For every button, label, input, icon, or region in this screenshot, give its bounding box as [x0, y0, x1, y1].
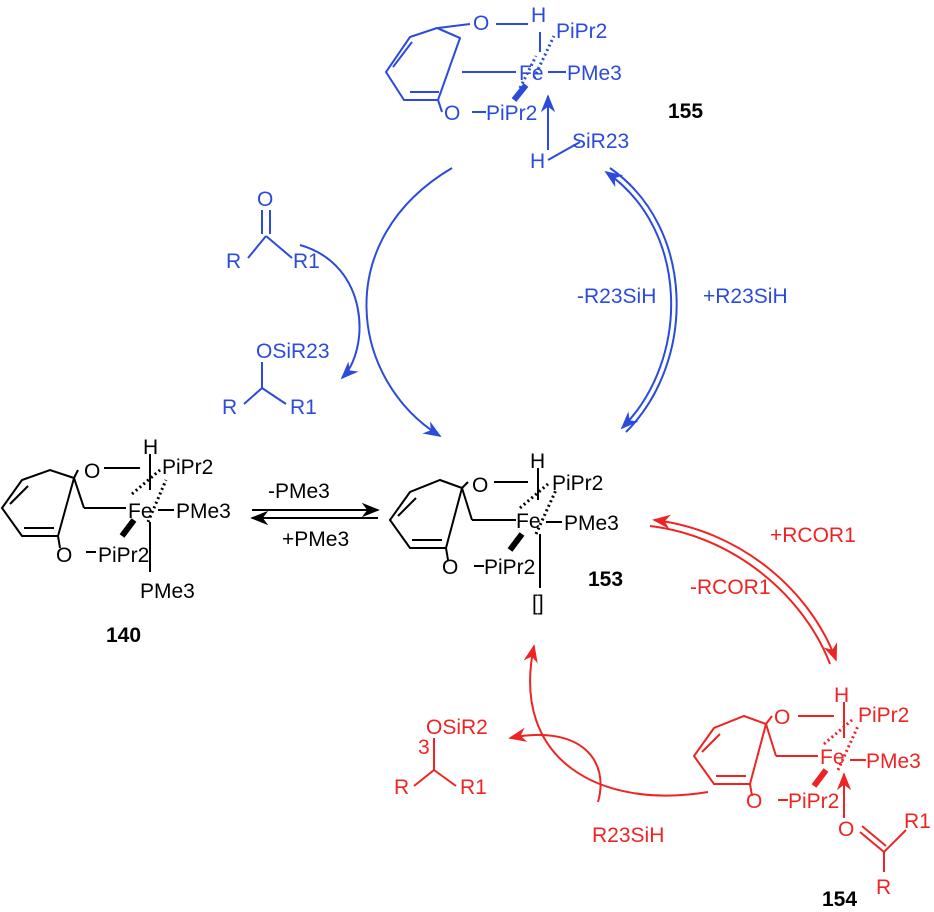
compound-number-154: 154: [822, 888, 857, 911]
silyl-ether-r1: R1: [290, 396, 317, 419]
c154-oxygen-lower: O: [746, 790, 762, 813]
red-silyl-ether-product: OSiR2 3 R R1: [394, 716, 488, 799]
silyl-ether-r: R: [222, 396, 237, 419]
blue-cycle-arc: [365, 167, 453, 437]
compound-number-153: 153: [588, 568, 623, 591]
red-silyl-ether-r: R: [394, 776, 409, 799]
silyl-ether-group: OSiR23: [256, 340, 330, 363]
c155-oxygen: O: [473, 12, 489, 35]
red-silyl-ether-group: OSiR2: [426, 716, 488, 739]
c155-pme3: PMe3: [567, 62, 622, 85]
c154-ketone-r: R: [876, 876, 891, 899]
c154-iron: Fe: [820, 746, 845, 769]
red-silane-arc: [508, 727, 602, 803]
ketone-r: R: [226, 250, 241, 273]
c140-oxygen-lower: O: [56, 544, 72, 567]
complex-154: O H PiPr2 Fe PMe3 O PiPr2 O R1 R 154: [692, 684, 931, 911]
complex-153: O H PiPr2 Fe PMe3 O PiPr2 [] 153: [388, 450, 623, 615]
red-cycle-arc: [523, 644, 709, 797]
complex-140: O H PiPr2 Fe PMe3 O PiPr2 PMe3 140: [0, 436, 231, 647]
c153-phosphine-lower: PiPr2: [484, 556, 535, 579]
label-plus-ketone: +RCOR1: [770, 524, 856, 547]
c155-phosphine-lower: PiPr2: [486, 102, 537, 125]
c154-phosphine-lower: PiPr2: [788, 790, 839, 813]
c153-hydride: H: [530, 450, 545, 473]
pme3-equilibrium: -PMe3 +PMe3: [250, 480, 380, 551]
label-minus-silane: -R23SiH: [577, 285, 656, 308]
c140-phosphine-lower: PiPr2: [98, 544, 149, 567]
c140-pme3-lower: PMe3: [140, 580, 195, 603]
silyl-ether-product: OSiR23 R R1: [222, 340, 330, 419]
c153-vacancy: []: [532, 592, 544, 615]
label-minus-ketone: -RCOR1: [690, 576, 771, 599]
c140-iron: Fe: [128, 500, 153, 523]
label-plus-silane: +R23SiH: [703, 285, 788, 308]
c154-phosphine-upper: PiPr2: [858, 704, 909, 727]
blue-cycle-arrows: [299, 167, 678, 437]
c153-oxygen-lower: O: [442, 556, 458, 579]
c155-phosphine-upper: PiPr2: [556, 20, 607, 43]
c155-hydride: H: [531, 4, 546, 27]
c140-phosphine-upper: PiPr2: [162, 456, 213, 479]
c153-iron: Fe: [516, 510, 541, 533]
c153-pme3: PMe3: [564, 512, 619, 535]
c154-oxygen: O: [774, 706, 790, 729]
red-cycle-arrows: R23SiH: [508, 644, 709, 847]
red-silane: R23SiH: [592, 824, 664, 847]
red-silyl-ether-r1: R1: [460, 776, 487, 799]
c153-phosphine-upper: PiPr2: [552, 472, 603, 495]
label-minus-pme3: -PMe3: [268, 480, 330, 503]
blue-equilibrium-inner: [609, 167, 678, 433]
c154-pme3: PMe3: [866, 750, 921, 773]
complex-155: O H PiPr2 Fe PMe3 O PiPr2 H SiR23 155: [384, 4, 703, 173]
c155-silane: SiR23: [572, 130, 629, 153]
compound-number-140: 140: [106, 624, 141, 647]
ketone-substrate: O R R1: [226, 188, 320, 273]
c154-ketone-oxygen: O: [838, 818, 854, 841]
c154-hydride: H: [834, 684, 849, 707]
c154-ketone-r1: R1: [904, 810, 931, 833]
ketone-oxygen: O: [257, 188, 273, 211]
blue-ketone-arc: [299, 244, 361, 380]
c155-iron: Fe: [519, 62, 544, 85]
blue-equilibrium-outer: [604, 170, 673, 430]
c140-oxygen: O: [84, 460, 100, 483]
c140-pme3: PMe3: [176, 500, 231, 523]
c155-silane-h: H: [530, 150, 545, 173]
c140-hydride: H: [143, 436, 158, 459]
compound-number-155: 155: [668, 100, 703, 123]
red-ketone-equilibrium: +RCOR1 -RCOR1: [649, 514, 856, 665]
label-plus-pme3: +PMe3: [282, 528, 349, 551]
red-silyl-ether-subscript: 3: [418, 736, 430, 759]
c155-oxygen-lower: O: [444, 102, 460, 125]
ketone-r1: R1: [293, 250, 320, 273]
c153-oxygen: O: [472, 474, 488, 497]
